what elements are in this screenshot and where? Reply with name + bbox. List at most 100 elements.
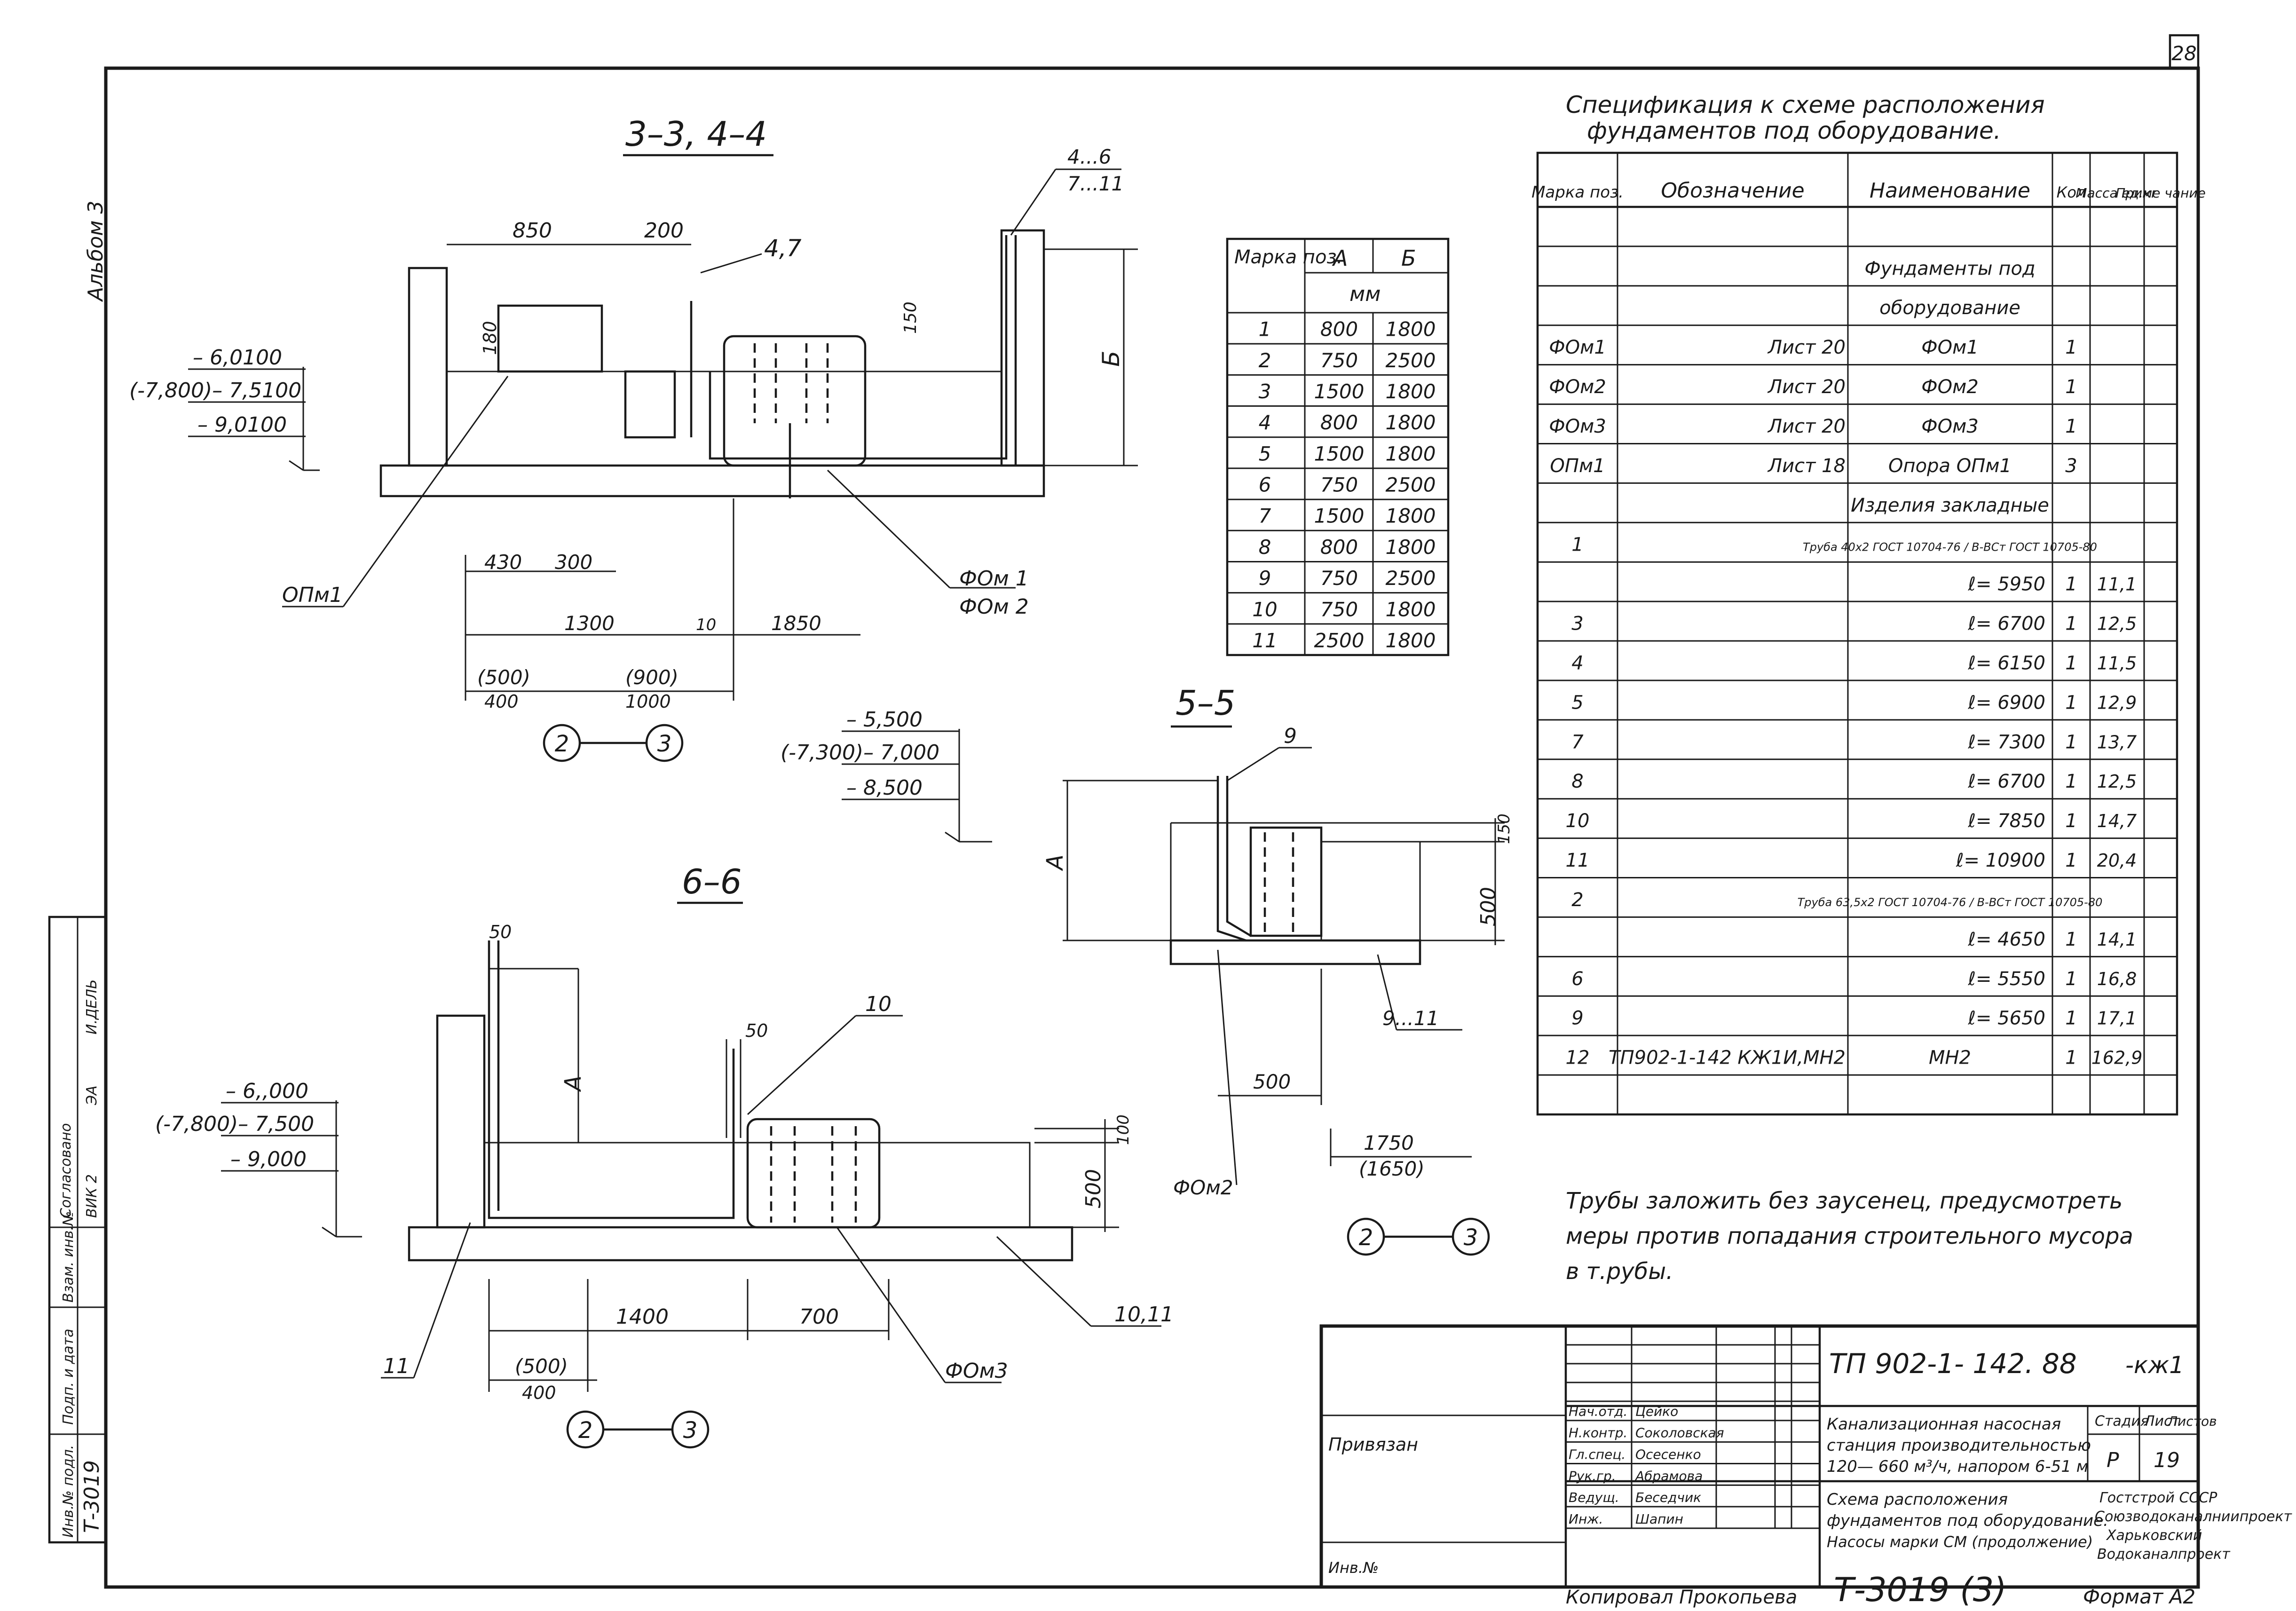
b-cell: 1800 [1386, 536, 1436, 559]
dim-a: А [1042, 854, 1068, 871]
axis-label-3: 3 [683, 1417, 698, 1444]
b-cell: 1800 [1386, 411, 1436, 434]
mark-cell: 11 [1252, 629, 1277, 652]
spec-frame [1536, 151, 2178, 1116]
foundation-fom3 [746, 1118, 881, 1229]
spec-cell: 1 [2065, 771, 2077, 792]
spec-cell: ФОм1 [1921, 337, 1979, 358]
mark-cell: 6 [1259, 474, 1271, 497]
spec-cell: 16,8 [2097, 969, 2137, 989]
spec-cell: оборудование [1879, 297, 2020, 319]
level-mid-3: – 8,500 [846, 776, 923, 800]
spec-cell: 3 [2065, 455, 2077, 477]
b-cell: 1800 [1386, 505, 1436, 528]
spec-cell: ФОм2 [1549, 376, 1606, 398]
spec-cell: 1 [2065, 929, 2077, 950]
inv-label: Инв.№ [1328, 1559, 1379, 1577]
spec-cell: 1 [2065, 613, 2077, 635]
spec-cell: Лист 20 [1767, 376, 1846, 398]
spec-cell: Опора ОПм1 [1888, 455, 2012, 477]
note-line-1: Трубы заложить без заусенец, предусмотре… [1566, 1188, 2122, 1214]
dim-430: 430 [484, 551, 522, 574]
axis-label-2: 2 [578, 1417, 593, 1444]
album-label: Альбом 3 [84, 201, 108, 302]
callout-fom3: ФОм3 [945, 1359, 1008, 1383]
spec-cell: 8 [1571, 771, 1583, 792]
spec-cell: ТП902-1-142 КЖ1И,МН2 [1609, 1047, 1846, 1069]
spec-cell: ℓ= 5950 [1967, 574, 2045, 595]
mark-cell: 8 [1259, 536, 1271, 559]
b-cell: 1800 [1386, 380, 1436, 403]
mark-cell: 9 [1259, 567, 1271, 590]
level-3: – 9,000 [230, 1147, 307, 1171]
a-cell: 1500 [1314, 505, 1365, 528]
sheets-header: Листов [2167, 1414, 2217, 1429]
stamp-role: Рук.гр. [1569, 1468, 1616, 1484]
stamp-role: Ведущ. [1569, 1490, 1619, 1505]
b-cell: 2500 [1386, 349, 1436, 372]
spec-cell: 11 [1566, 850, 1590, 871]
mark-cell: 4 [1259, 411, 1271, 434]
spec-cell: Лист 20 [1767, 416, 1846, 437]
project-line-2: станция производительностью [1827, 1436, 2091, 1455]
spec-cell: Изделия закладные [1851, 495, 2049, 516]
section-6-6: 6–6 А 50 50 10 100 500 1400 [155, 862, 1174, 1449]
spec-cell: 3 [1571, 613, 1583, 635]
section-3-3-4-4: 3–3, 4–4 850 200 180 150 Б 4,7 4 [129, 114, 1138, 762]
dim-850: 850 [513, 219, 552, 243]
a-cell: 750 [1320, 567, 1358, 590]
axis-label-3: 3 [657, 731, 672, 757]
stamp-role: Инж. [1569, 1511, 1603, 1527]
dim-400: 400 [484, 691, 519, 712]
stage-header: Стадия [2095, 1413, 2149, 1429]
privyazan-label: Привязан [1328, 1434, 1418, 1455]
left-wall [436, 1014, 486, 1229]
spec-cell: 11,5 [2097, 653, 2137, 673]
dim-1000: 1000 [625, 691, 671, 712]
dim-100: 100 [1114, 1114, 1133, 1145]
dim-1400: 1400 [616, 1305, 669, 1329]
axis-bubble-3 [1452, 1217, 1490, 1256]
level-1: – 6,0100 [193, 346, 282, 370]
stamp-name: Беседчик [1635, 1490, 1701, 1505]
stamp-name: Шапин [1635, 1511, 1683, 1527]
project-line-3: 120— 660 м³/ч, напором 6-51 м [1827, 1457, 2088, 1476]
dim-1300: 1300 [564, 612, 615, 635]
section-title: 6–6 [682, 862, 742, 901]
spec-cell: ℓ= 4650 [1967, 929, 2045, 950]
drawing-code-suffix: -кж1 [2125, 1351, 2184, 1379]
spec-cell: 1 [2065, 1008, 2077, 1029]
spec-cell: Труба 40х2 ГОСТ 10704-76 / В-ВСт ГОСТ 10… [1803, 541, 2097, 554]
header-unit: мм [1349, 282, 1381, 306]
stage-value: Р [2107, 1448, 2119, 1472]
dim-900p: (900) [625, 666, 679, 689]
spec-cell: 1 [2065, 337, 2077, 358]
org-line-2: Союзводоканалниипроект [2095, 1508, 2293, 1525]
spec-header: Масса ед.кг [2075, 185, 2158, 201]
spec-cell: 1 [2065, 1047, 2077, 1069]
callout-fom1: ФОм 1 [959, 567, 1029, 591]
sheet-number-box [2169, 34, 2200, 70]
specification: Спецификация к схеме расположения фундам… [1531, 91, 2206, 1116]
spec-cell: 1 [2065, 376, 2077, 398]
spec-cell: ℓ= 10900 [1956, 850, 2045, 871]
project-line-1: Канализационная насосная [1827, 1415, 2061, 1434]
spec-cell: 1 [1571, 534, 1583, 556]
stamp-name: Абрамова [1634, 1468, 1703, 1484]
spec-title-2: фундаментов под оборудование. [1587, 117, 2001, 144]
spec-header: Марка поз. [1531, 183, 1624, 202]
callout-opm1: ОПм1 [282, 583, 343, 607]
stamp-role: Нач.отд. [1569, 1404, 1627, 1419]
side-label-1: Инв.№ подл. [60, 1445, 77, 1538]
dim-1750: 1750 [1364, 1131, 1414, 1154]
sheet-number: 28 [2171, 42, 2196, 65]
a-cell: 750 [1320, 474, 1358, 497]
spec-cell: Фундаменты под [1864, 258, 2035, 279]
base-slab [408, 1226, 1073, 1262]
spec-cell: ℓ= 6150 [1967, 652, 2045, 674]
spec-header: Приме чание [2115, 185, 2206, 201]
level-mid-1: – 5,500 [846, 708, 923, 732]
spec-header: Обозначение [1661, 179, 1804, 203]
side-label-2: Подп. и дата [60, 1329, 77, 1425]
spec-cell: ℓ= 7850 [1967, 810, 2045, 832]
